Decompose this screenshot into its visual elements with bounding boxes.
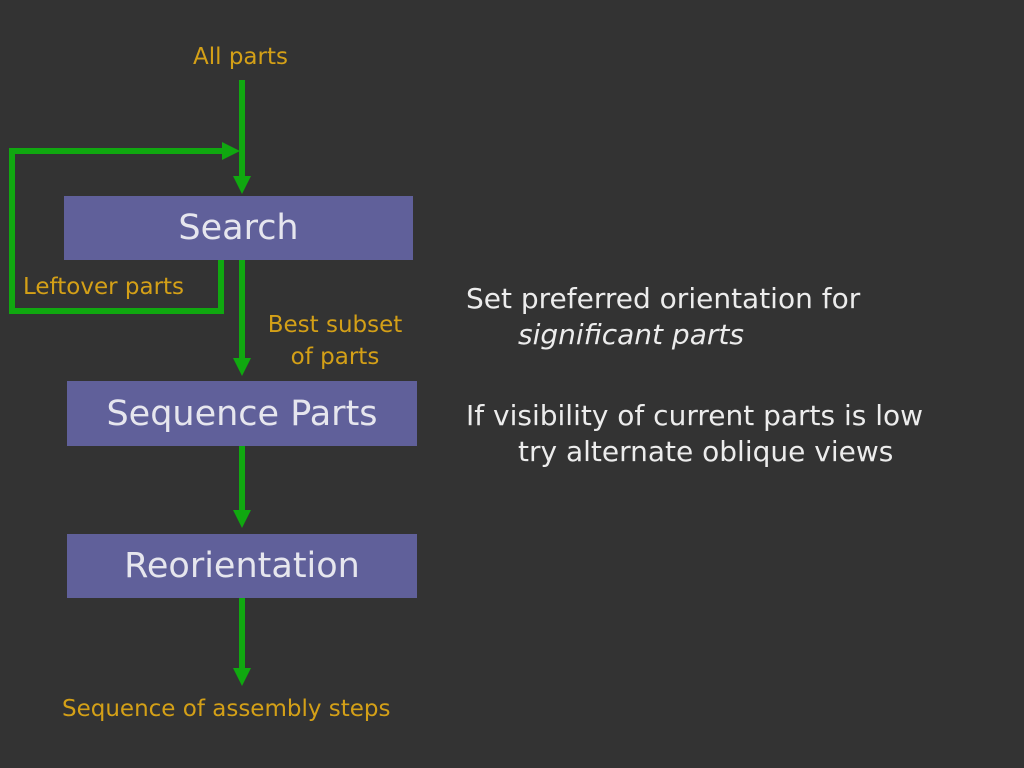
arrowhead-input	[233, 176, 251, 194]
note-visibility-line1: If visibility of current parts is low	[466, 399, 924, 432]
output-label: Sequence of assembly steps	[62, 696, 391, 722]
best-subset-label-line2: of parts	[290, 344, 380, 370]
note-preferred-orientation-line2: significant parts	[518, 318, 744, 351]
leftover-parts-label: Leftover parts	[23, 274, 185, 300]
sequence-parts-box: Sequence Parts	[67, 381, 417, 446]
best-subset-label: Best subset of parts	[255, 312, 415, 370]
arrowhead-output	[233, 668, 251, 686]
arrowhead-feedback	[222, 142, 240, 160]
note-preferred-orientation-line1: Set preferred orientation for	[466, 282, 861, 315]
note-preferred-orientation: Set preferred orientation for significan…	[466, 281, 860, 353]
note-visibility-line2: try alternate oblique views	[518, 435, 894, 468]
arrowhead-subset	[233, 358, 251, 376]
feedback-loop-line	[9, 148, 226, 314]
reorientation-box: Reorientation	[67, 534, 417, 598]
note-visibility: If visibility of current parts is low tr…	[466, 398, 923, 470]
search-box: Search	[64, 196, 413, 260]
input-label: All parts	[193, 44, 288, 70]
best-subset-label-line1: Best subset	[267, 312, 403, 338]
arrowhead-reorientation	[233, 510, 251, 528]
